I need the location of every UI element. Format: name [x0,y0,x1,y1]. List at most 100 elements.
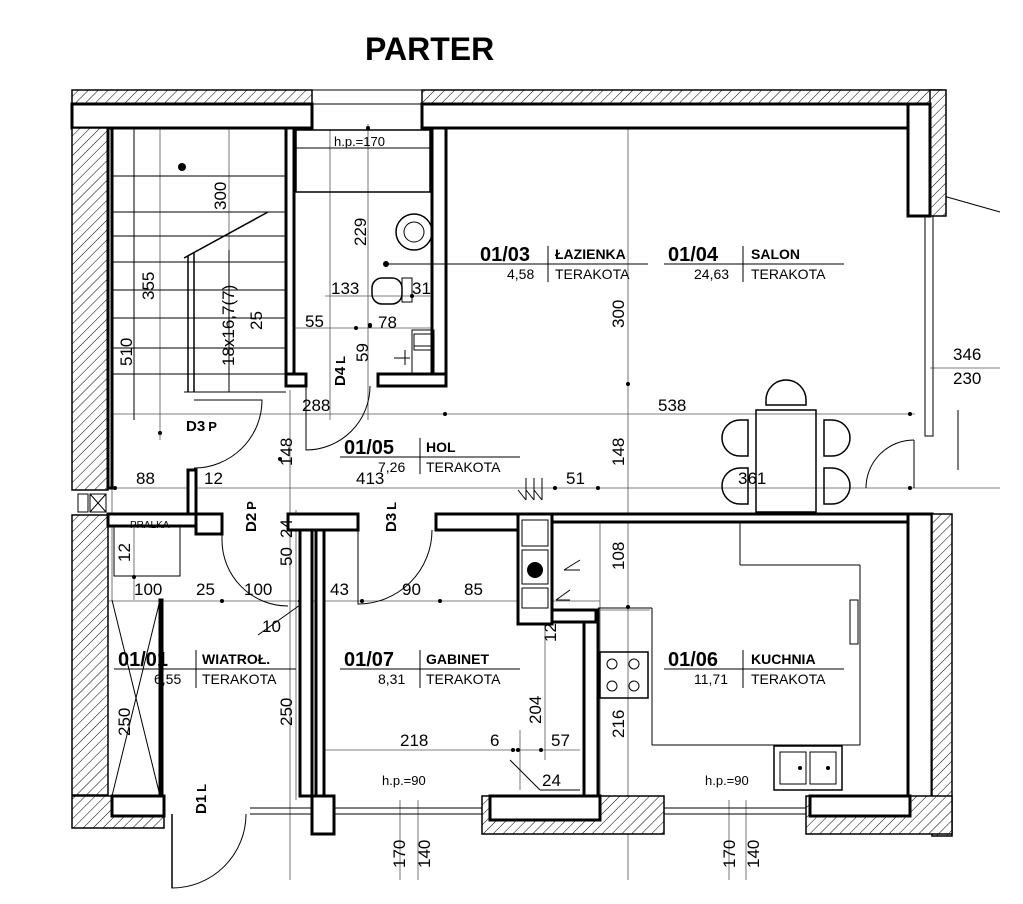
room-label-underlines [114,263,844,670]
gab-right-top [550,608,598,624]
bottom-wall-c-inner [488,794,602,822]
bath-left-foot [284,372,308,388]
dining-table-set [721,379,851,513]
door-side: L [194,784,209,792]
dim-24-bottom: 24 [542,771,561,790]
door-label-d3b: D3 L [383,502,400,532]
dim-216: 216 [609,710,628,738]
dim-31: 31 [412,279,431,298]
dim-90: 90 [402,580,421,599]
dim-170-right: 170 [720,840,739,868]
dim-140-right: 140 [744,840,763,868]
room-area: 8,31 [378,671,405,687]
room-0105-label: 01/05 HOL 7,26 TERAKOTA [344,437,501,475]
dim-51: 51 [566,469,585,488]
sink [773,745,843,791]
door-d3-swing [193,399,263,469]
dim-230: 230 [953,369,981,388]
dim-204: 204 [526,696,545,724]
door-d3b-swing [357,529,433,605]
staircase [112,128,286,420]
left-wall-lower [71,514,109,796]
room-name: WIATROŁ. [202,651,270,667]
door-code: D1 [193,795,210,814]
dim-346: 346 [953,345,981,364]
room-area: 6,55 [154,671,181,687]
left-wall-inner [106,126,114,490]
dim-55: 55 [305,312,324,331]
room-0107-label: 01/07 GABINET 8,31 TERAKOTA [344,649,501,688]
door-side: P [244,501,259,510]
bathroom-window [311,89,423,105]
interior-walls [106,126,910,798]
wind-wall-jamb [194,512,224,536]
room-floor: TERAKOTA [555,266,630,282]
door-d1-swing [171,813,247,889]
room-code: 01/04 [668,244,719,266]
flue-icon [527,562,543,578]
dim-413: 413 [356,469,384,488]
dim-148-hol: 148 [277,438,296,466]
dim-100: 100 [134,580,162,599]
kitchen-fittings [598,522,861,791]
dim-85: 85 [464,580,483,599]
gab-left-wall [298,528,314,798]
dining-table [755,409,817,513]
dim-133: 133 [331,279,359,298]
room-floor: TERAKOTA [202,671,277,687]
door-d2-swing [221,534,289,607]
dim-229: 229 [351,218,370,246]
chair-right-1 [823,419,851,457]
dim-300: 300 [211,182,230,210]
door-code: D2 [243,513,260,532]
room-name: SALON [751,246,800,262]
dim-288: 288 [302,396,330,415]
door-code: D3 [383,513,400,532]
room-name: ŁAZIENKA [555,246,626,262]
door-d4-swing [305,385,371,451]
dim-59: 59 [353,343,372,362]
room-area: 11,71 [694,671,728,687]
stair-start-dot [178,163,186,171]
wind-wall-vertical [186,468,198,516]
gab-left-inner [314,528,326,798]
dim-43: 43 [330,580,349,599]
right-wall-lower-hatch [931,513,953,837]
dim-25-wind: 25 [196,580,215,599]
right-wall-lower [906,512,934,800]
exterior-walls [70,89,953,837]
room-name: GABINET [426,651,489,667]
top-wall-right [421,89,943,105]
top-wall-left [71,89,313,105]
door-label-d1: D1 L [193,784,210,814]
entry-details [77,493,181,797]
room-area: 4,58 [507,266,534,282]
dim-12-left: 12 [115,543,134,562]
door-side: L [384,502,399,510]
hp-bathroom-label: h.p.=170 [334,134,385,149]
wind-right-line [158,598,164,798]
door-label-d2: D2 P [243,501,260,532]
room-code: 01/01 [118,649,168,671]
top-wall-inner-right [420,102,914,130]
room-area: 7,26 [378,459,405,475]
dim-538: 538 [658,396,686,415]
dim-50: 50 [277,547,296,566]
bathtub [295,129,431,193]
chair-right-2 [823,467,851,505]
kitchen-top [550,512,910,524]
dim-361: 361 [738,469,766,488]
gab-top-left [286,512,360,532]
door-swings [171,385,959,889]
dim-24: 24 [277,519,296,538]
dim-510: 510 [117,338,136,366]
dim-6: 6 [490,731,499,750]
door-label-d4: D4L [332,356,349,386]
bath-bottom-wall [376,372,448,388]
door-side: P [208,419,217,434]
bath-left-wall [284,126,296,386]
washbasin [395,213,433,251]
dimension-labels: 300 355 510 25 229 133 31 55 78 59 300 2… [115,182,981,868]
dim-57: 57 [551,731,570,750]
